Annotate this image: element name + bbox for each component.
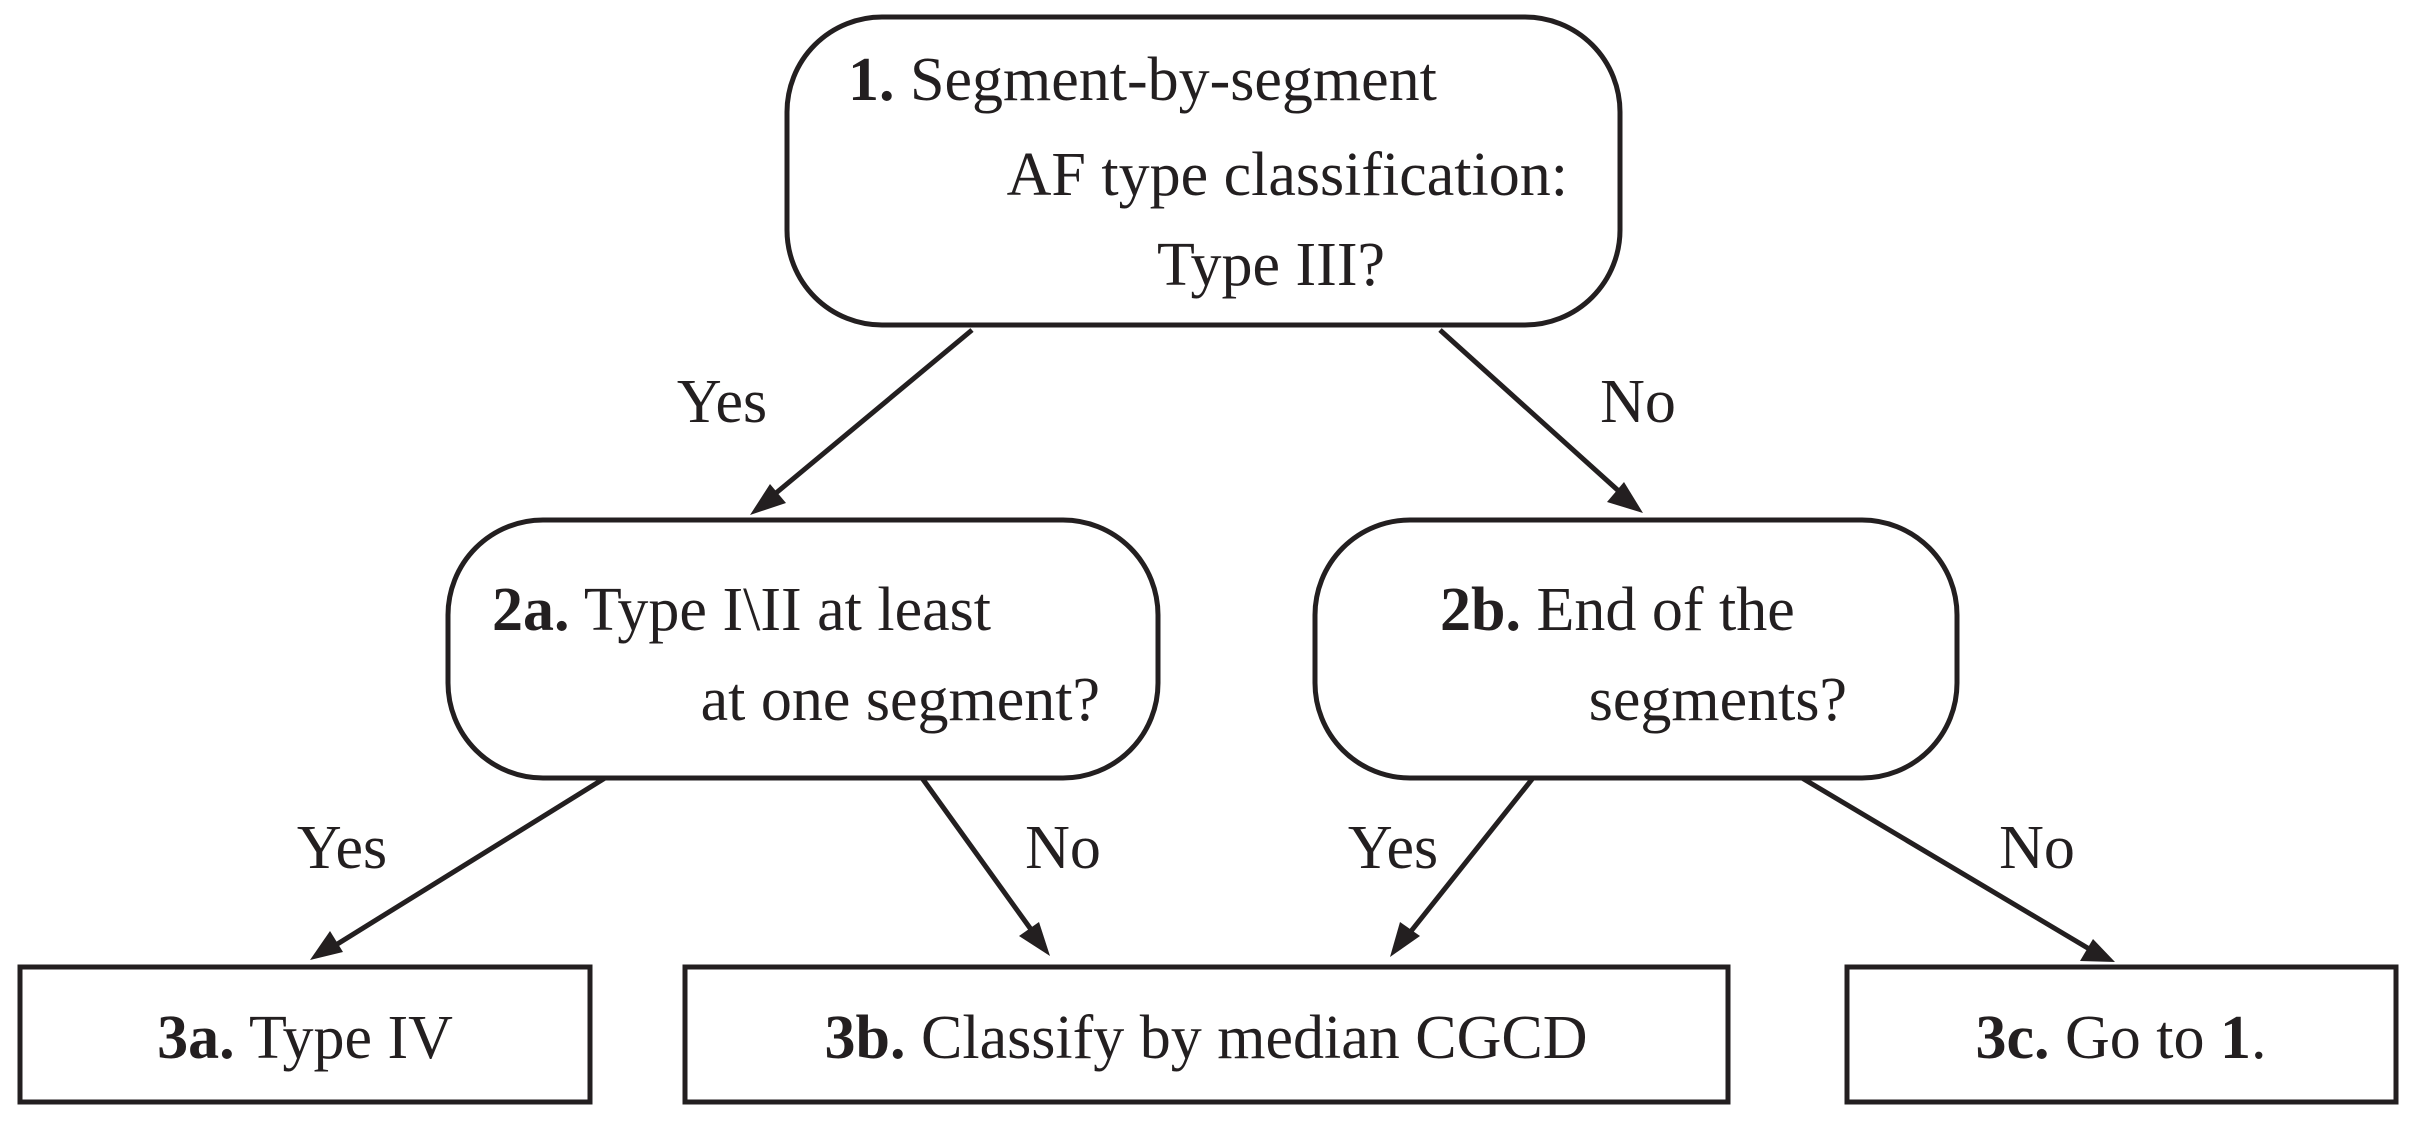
node-1-box (784, 14, 1623, 328)
edge-1-to-2a (768, 328, 974, 500)
node-3b: 3b. Classify by median CGCD (682, 964, 1731, 1105)
node-3a-label: 3a. Type IV (157, 1004, 453, 1072)
edge-2b-to-3c (1800, 775, 2093, 953)
node-2a: 2a. Type I\II at least at one segment? (445, 517, 1161, 781)
arrowhead-2b (1607, 482, 1643, 513)
node-3c-box (1844, 964, 2399, 1105)
arrowhead-3c (2080, 939, 2115, 962)
node-3c-label: 3c. Go to 1. (1975, 1004, 2266, 1072)
arrowhead-3b-right (1390, 922, 1420, 957)
node-3c: 3c. Go to 1. (1844, 964, 2399, 1105)
node-3a-box (17, 964, 593, 1105)
edge-2a-to-3a (329, 775, 607, 951)
node-2b-line-2: segments? (1589, 666, 1847, 734)
edge-label-2b-3b: Yes (1348, 814, 1438, 882)
node-1-line-2: AF type classification: (1007, 141, 1568, 209)
arrowhead-3b-left (1019, 922, 1050, 956)
edges (310, 328, 2115, 962)
edge-2b-to-3b (1406, 776, 1535, 937)
edge-label-2a-3b: No (1025, 814, 1101, 882)
node-2b-box (1312, 517, 1960, 781)
edge-label-2b-3c: No (1999, 814, 2075, 882)
node-3b-box (682, 964, 1731, 1105)
node-3a: 3a. Type IV (17, 964, 593, 1105)
edge-label-1-2b: No (1600, 368, 1676, 436)
node-1: 1. Segment-by-segment AF type classifica… (784, 14, 1623, 328)
node-2a-line-2: at one segment? (701, 666, 1100, 734)
node-3b-label: 3b. Classify by median CGCD (825, 1004, 1588, 1072)
node-2a-line-1: 2a. Type I\II at least (492, 576, 991, 644)
edge-label-2a-3a: Yes (297, 814, 387, 882)
node-1-line-3: Type III? (1157, 231, 1385, 299)
arrowhead-2a (750, 484, 786, 515)
node-1-line-1: 1. Segment-by-segment (848, 46, 1437, 114)
edge-label-1-2a: Yes (677, 368, 767, 436)
node-2b: 2b. End of the segments? (1312, 517, 1960, 781)
edge-labels: Yes No Yes No Yes No (297, 368, 2075, 882)
node-2b-line-1: 2b. End of the (1440, 576, 1795, 644)
edge-1-to-2b (1438, 328, 1624, 496)
arrowhead-3a (310, 931, 343, 960)
node-2a-box (445, 517, 1161, 781)
edge-2a-to-3b (919, 776, 1038, 937)
